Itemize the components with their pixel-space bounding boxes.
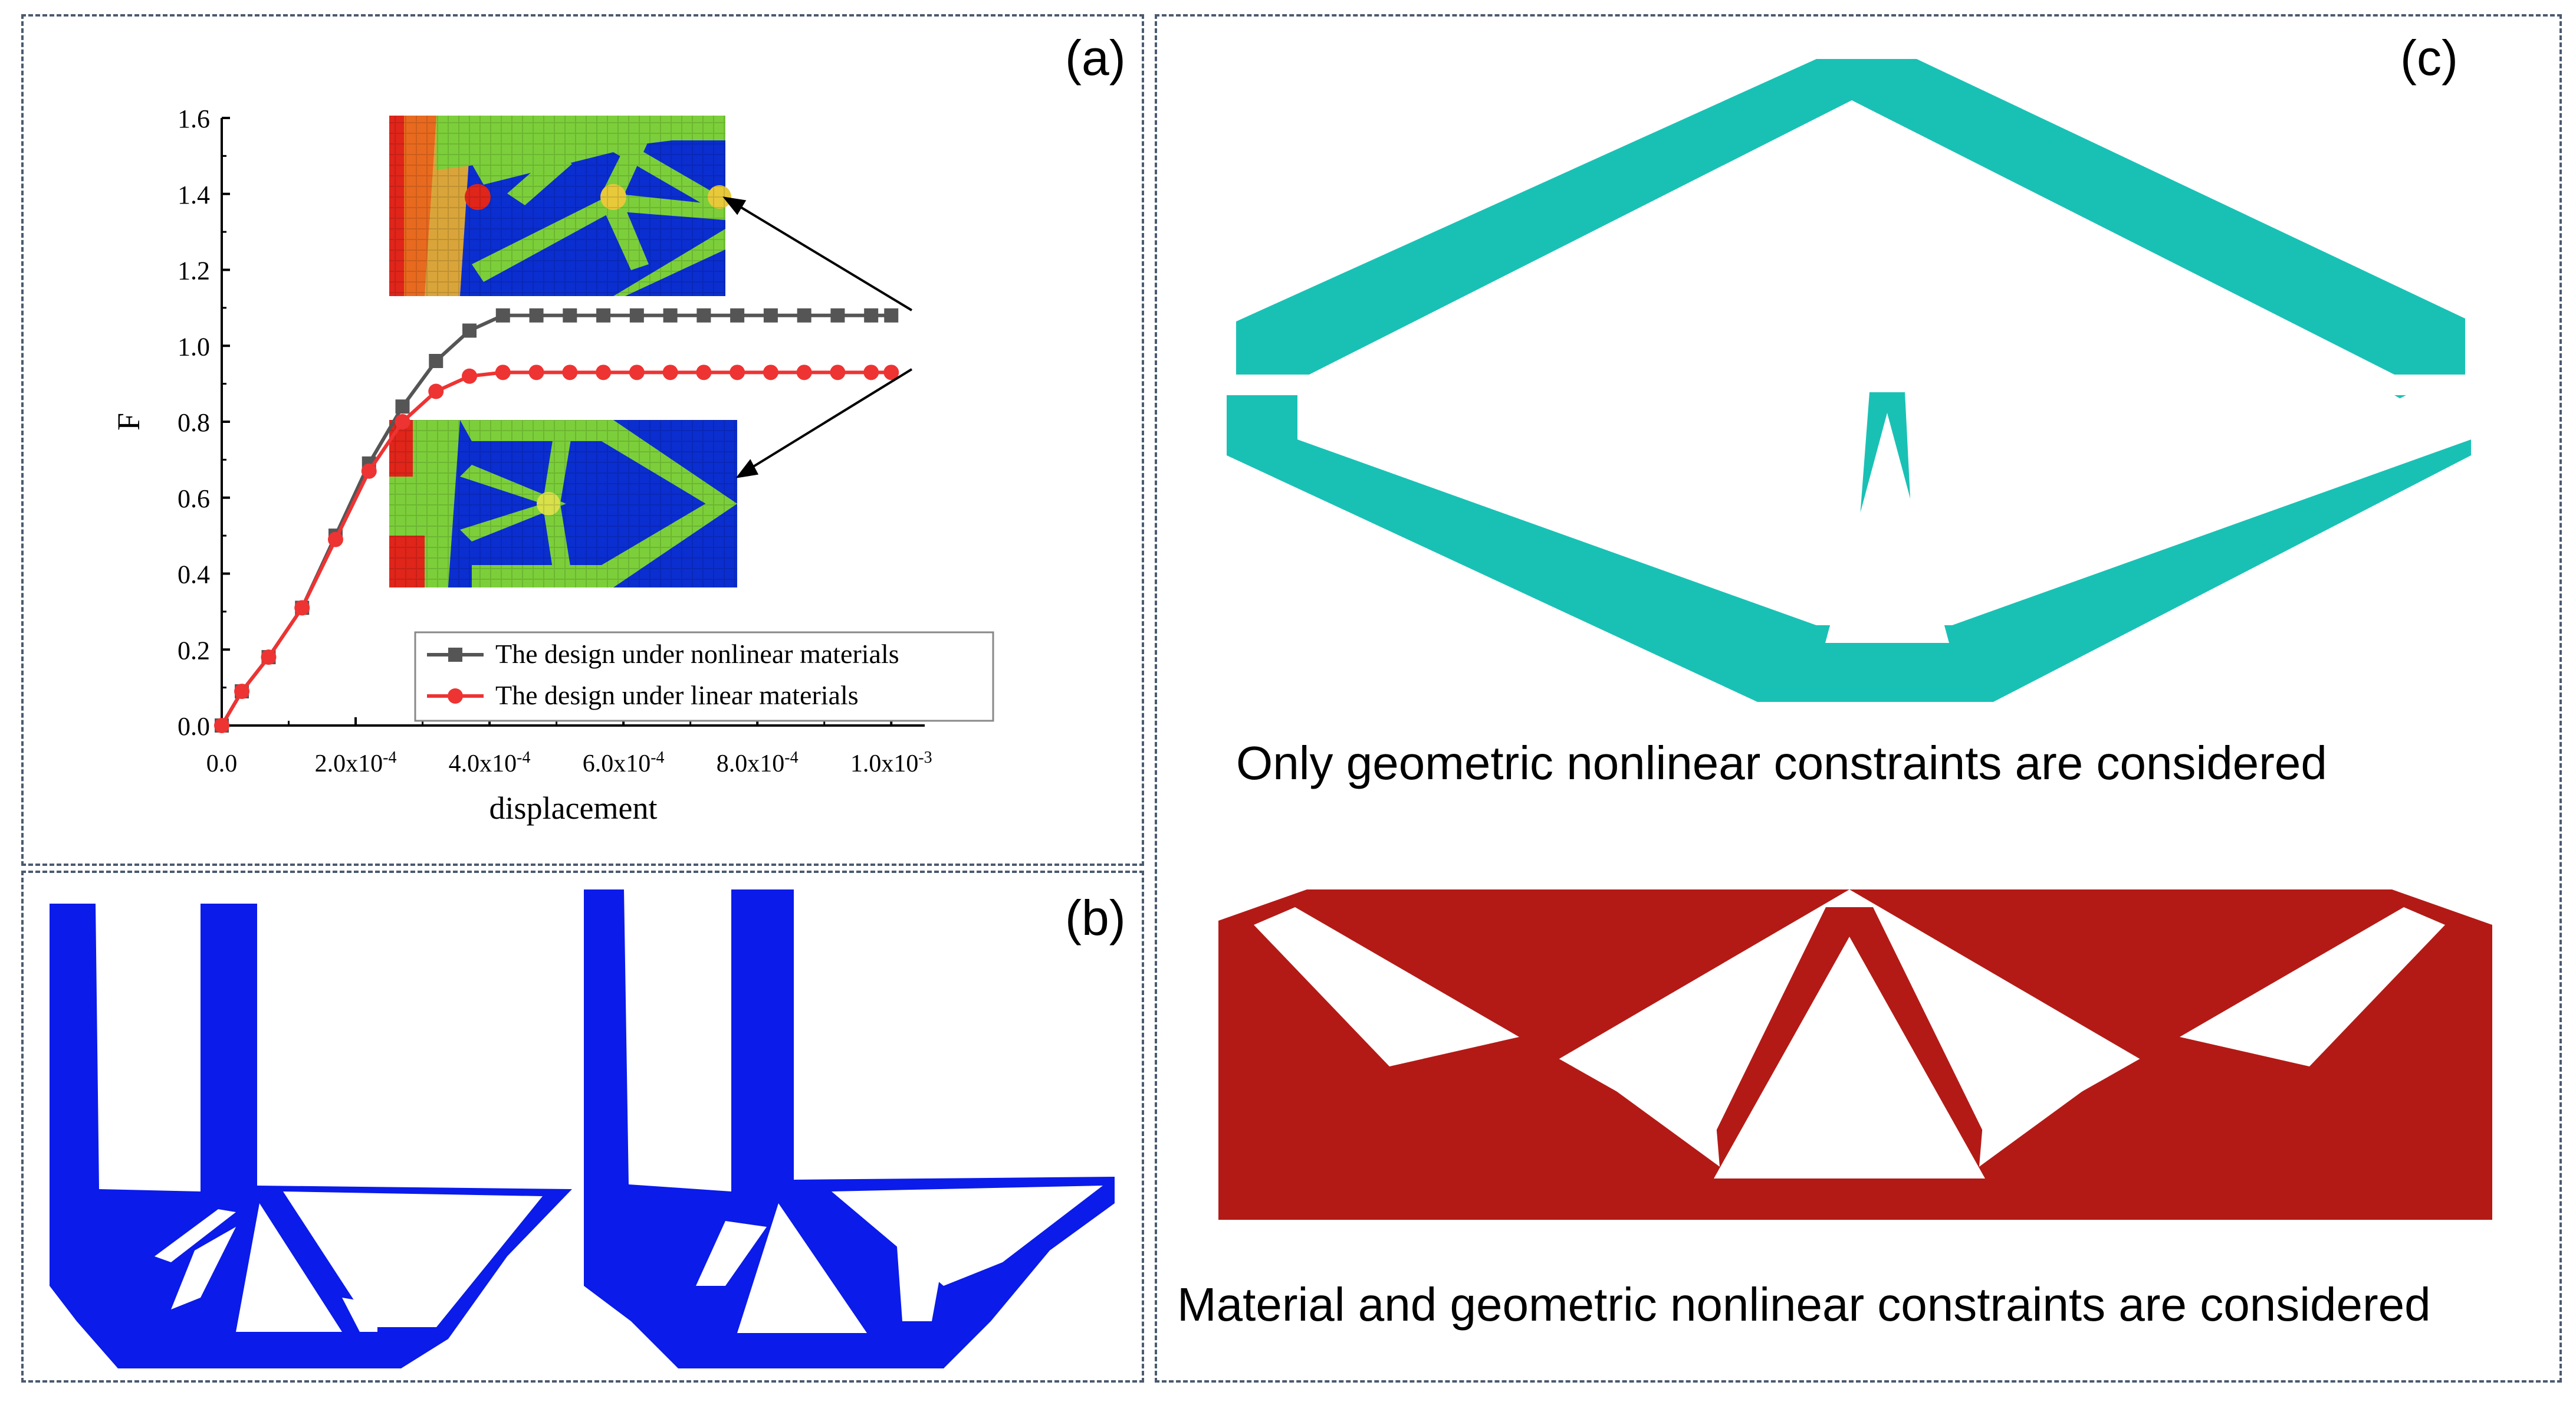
data-point-nonlinear: [529, 308, 544, 323]
x-tick-label: 8.0x10-4: [717, 749, 799, 778]
blue-structure-right: [584, 889, 1115, 1368]
data-point-nonlinear: [797, 308, 811, 323]
data-point-linear: [361, 463, 377, 479]
x-tick-label: 6.0x10-4: [583, 749, 665, 778]
panel-c-label: (c): [2400, 30, 2458, 86]
panel-b-label: (b): [1065, 890, 1126, 946]
y-axis-label: F: [111, 413, 146, 431]
legend-label-nonlinear: The design under nonlinear materials: [495, 639, 899, 669]
data-point-linear: [528, 365, 544, 380]
data-point-nonlinear: [563, 308, 577, 323]
data-point-linear: [629, 365, 645, 380]
y-tick-label: 1.2: [178, 257, 210, 285]
data-point-linear: [696, 365, 712, 380]
data-point-nonlinear: [395, 399, 410, 414]
data-point-linear: [763, 365, 778, 380]
x-tick-label: 0.0: [206, 750, 238, 777]
data-point-nonlinear: [730, 308, 745, 323]
data-point-linear: [234, 684, 250, 700]
data-point-linear: [662, 365, 678, 380]
data-point-linear: [596, 365, 612, 380]
blue-structure-left: [50, 904, 572, 1368]
data-point-nonlinear: [864, 308, 879, 323]
inset-arrows: [722, 196, 913, 478]
force-displacement-chart: 0.0 0.2 0.4 0.6 0.8 1.0 1.2 1.4 1.6 0.0 2.0x10-4 4.…: [111, 104, 994, 826]
data-point-linear: [294, 600, 310, 616]
caption-material-and-geometric: Material and geometric nonlinear constra…: [1177, 1278, 2431, 1331]
legend-marker-linear: [448, 688, 463, 704]
data-point-linear: [562, 365, 578, 380]
x-tick-label: 2.0x10-4: [315, 749, 397, 778]
panel-b-structures: [50, 889, 1115, 1368]
panel-a-label: (a): [1065, 30, 1126, 86]
data-point-linear: [883, 365, 899, 380]
x-axis-label: displacement: [489, 790, 658, 826]
legend-label-linear: The design under linear materials: [495, 680, 859, 710]
y-tick-label: 1.4: [178, 180, 210, 209]
data-point-nonlinear: [763, 308, 778, 323]
data-point-linear: [830, 365, 846, 380]
legend-marker-nonlinear: [448, 648, 462, 662]
x-tick-label: 1.0x10-3: [850, 749, 932, 778]
data-point-nonlinear: [830, 308, 845, 323]
red-structure: [1201, 889, 2498, 1220]
data-point-linear: [462, 368, 478, 384]
data-point-linear: [730, 365, 745, 380]
data-point-linear: [863, 365, 879, 380]
data-point-nonlinear: [596, 308, 611, 323]
y-tick-label: 1.6: [178, 104, 210, 133]
chart-legend: The design under nonlinear materials The…: [414, 631, 994, 722]
contour-inset-nonlinear: [389, 116, 731, 296]
data-point-nonlinear: [429, 354, 443, 368]
data-point-nonlinear: [696, 308, 711, 323]
data-point-linear: [214, 718, 229, 733]
y-tick-label: 1.0: [178, 332, 210, 361]
data-point-linear: [261, 649, 277, 665]
cyan-structure: [1227, 59, 2471, 702]
x-tick-label: 4.0x10-4: [449, 749, 531, 778]
data-point-nonlinear: [663, 308, 678, 323]
contour-inset-linear: [389, 420, 737, 587]
panel-c-frame: [1155, 14, 2562, 1383]
panel-b-frame: [21, 871, 1144, 1383]
y-tick-label: 0.0: [178, 712, 210, 741]
panel-a-frame: [21, 14, 1144, 866]
data-point-linear: [327, 531, 343, 547]
data-point-linear: [428, 383, 444, 399]
y-tick-label: 0.2: [178, 636, 210, 665]
data-point-nonlinear: [884, 308, 899, 323]
data-point-linear: [796, 365, 812, 380]
data-point-linear: [395, 414, 410, 429]
y-tick-label: 0.8: [178, 408, 210, 437]
y-tick-label: 0.4: [178, 560, 210, 589]
data-point-nonlinear: [462, 323, 477, 338]
series-line-1: [220, 370, 892, 727]
caption-geometric-only: Only geometric nonlinear constraints are…: [1236, 737, 2327, 789]
data-point-nonlinear: [629, 308, 644, 323]
data-point-linear: [495, 365, 511, 380]
y-tick-label: 0.6: [178, 484, 210, 513]
data-point-nonlinear: [495, 308, 510, 323]
